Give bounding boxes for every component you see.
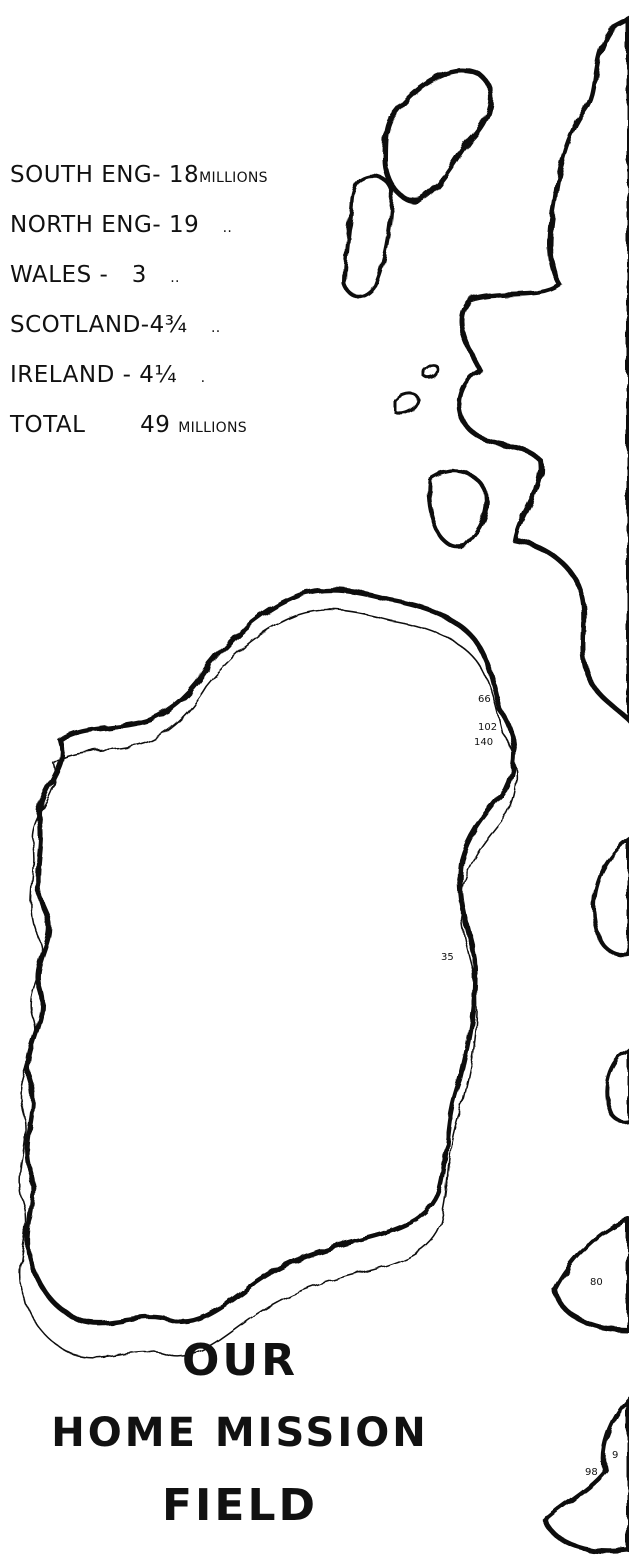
legend-name: WALES -	[10, 262, 109, 288]
legend-name: SCOTLAND-	[10, 312, 150, 338]
legend-name: IRELAND -	[10, 362, 132, 388]
legend-value: 19	[168, 212, 200, 238]
legend-name: TOTAL	[10, 412, 86, 438]
hebrides-islands	[342, 68, 494, 549]
legend-value: 4¾	[149, 312, 188, 338]
legend-unit: MILLIONS	[178, 420, 247, 436]
label-102: 102	[478, 722, 497, 733]
legend-row-ireland: IRELAND - 4¼ .	[10, 362, 205, 391]
legend-unit: .	[200, 370, 206, 386]
legend-row-south-eng: SOUTH ENG- 18MILLIONS	[10, 162, 268, 191]
label-35: 35	[441, 952, 454, 963]
britain-west-coast	[456, 17, 629, 1554]
legend-unit: MILLIONS	[199, 170, 268, 186]
title-line-2: HOME MISSION	[51, 1410, 429, 1456]
legend-name: SOUTH ENG-	[10, 162, 162, 188]
legend-row-north-eng: NORTH ENG- 19 ..	[10, 212, 232, 241]
label-98: 98	[585, 1467, 598, 1478]
label-9: 9	[612, 1450, 618, 1461]
legend-value: 4¼	[139, 362, 178, 388]
legend-row-wales: WALES - 3 ..	[10, 262, 180, 291]
ireland-outline	[18, 587, 518, 1359]
label-140: 140	[474, 737, 493, 748]
legend-unit: ..	[170, 270, 180, 286]
legend-value: 3	[131, 262, 147, 288]
legend-name: NORTH ENG-	[10, 212, 162, 238]
label-80: 80	[590, 1277, 603, 1288]
label-66: 66	[478, 694, 491, 705]
legend-row-scotland: SCOTLAND-4¾ ..	[10, 312, 221, 341]
legend-row-total: TOTAL 49 MILLIONS	[10, 412, 247, 441]
legend-unit: ..	[222, 220, 233, 236]
legend-unit: ..	[210, 320, 221, 336]
legend-value: 49	[140, 412, 171, 438]
title-line-3: FIELD	[161, 1480, 319, 1531]
title-line-1: OUR	[181, 1335, 298, 1386]
legend-value: 18	[168, 162, 200, 188]
map-labels: 66 102 140 35 80 9 98	[441, 694, 618, 1478]
